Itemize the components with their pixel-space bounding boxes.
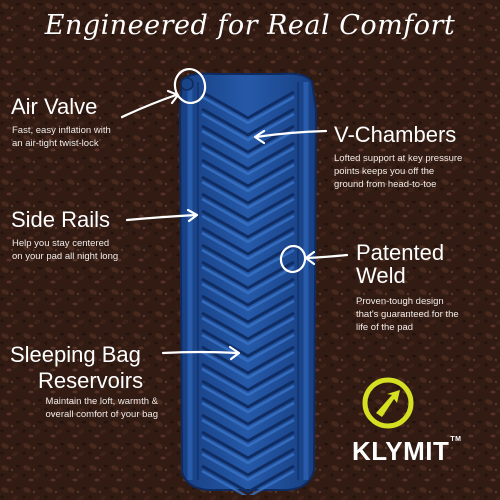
- side-rails-desc-line: Help you stay centered: [12, 238, 110, 249]
- sleeping-bag-desc-line: Maintain the loft, warmth &: [45, 396, 158, 407]
- v-chamber-seam: [201, 345, 295, 375]
- side-rails-description: Help you stay centered on your pad all n…: [12, 238, 118, 264]
- v-chamber-highlight: [201, 435, 295, 465]
- trademark-symbol: TM: [450, 436, 462, 443]
- sleeping-bag-label-line2: Reservoirs: [38, 368, 144, 393]
- v-chamber-seam: [201, 379, 295, 409]
- v-chamber-highlight: [201, 401, 295, 431]
- sleeping-pad: [178, 72, 318, 495]
- v-chamber-highlight: [201, 231, 295, 261]
- v-chamber-seam: [201, 311, 295, 341]
- v-chamber-seam: [201, 464, 295, 494]
- v-chamber-highlight: [201, 129, 295, 159]
- v-chamber-highlight: [201, 112, 295, 142]
- v-chamber-highlight: [201, 367, 295, 397]
- v-chamber-seam: [201, 107, 295, 137]
- v-chamber-highlight: [201, 469, 295, 495]
- v-chamber-seam: [201, 277, 295, 307]
- v-chambers-desc-line: ground from head-to-toe: [334, 178, 437, 190]
- sleeping-bag-description: Maintain the loft, warmth & overall comf…: [0, 396, 158, 422]
- v-chambers-description: Lofted support at key pressure points ke…: [334, 153, 462, 191]
- v-chamber-seam: [201, 328, 295, 358]
- v-chamber-highlight: [201, 95, 295, 125]
- v-chamber-pattern: [201, 90, 295, 495]
- patented-weld-description: Proven-tough design that's guaranteed fo…: [356, 296, 459, 334]
- v-chamber-seam: [201, 209, 295, 239]
- sleeping-bag-desc-line: overall comfort of your bag: [45, 408, 158, 420]
- brand-name: KLYMIT: [352, 436, 450, 466]
- v-chamber-highlight: [201, 282, 295, 312]
- v-chamber-highlight: [201, 418, 295, 448]
- side-rails-label: Side Rails: [11, 207, 111, 232]
- v-chamber-highlight: [201, 350, 295, 380]
- air-valve-desc-line: an air-tight twist-lock: [12, 137, 99, 149]
- v-chamber-highlight: [201, 299, 295, 329]
- v-chamber-seam: [201, 243, 295, 273]
- v-chamber-seam: [201, 413, 295, 443]
- v-chamber-seam: [201, 226, 295, 256]
- air-valve-label: Air Valve: [11, 94, 98, 119]
- side-rails-desc-line: on your pad all night long: [12, 250, 119, 262]
- v-chamber-seam: [201, 260, 295, 290]
- sleeping-bag-label-line1: Sleeping Bag: [10, 342, 141, 367]
- v-chamber-seam: [201, 430, 295, 460]
- patented-weld-desc-line: that's guaranteed for the: [356, 308, 459, 320]
- klymit-wordmark: KLYMITTM: [352, 436, 462, 467]
- v-chamber-highlight: [201, 265, 295, 295]
- air-valve-desc-line: Fast, easy inflation with: [12, 125, 111, 136]
- air-valve-description: Fast, easy inflation with an air-tight t…: [12, 125, 111, 151]
- patented-weld-desc-line: life of the pad: [356, 321, 414, 333]
- v-chamber-seam: [201, 396, 295, 426]
- v-chamber-seam: [201, 141, 295, 171]
- v-chamber-highlight: [201, 248, 295, 278]
- v-chamber-highlight: [201, 163, 295, 193]
- v-chamber-highlight: [201, 197, 295, 227]
- v-chamber-seam: [201, 294, 295, 324]
- v-chamber-seam: [201, 90, 295, 120]
- v-chamber-seam: [201, 175, 295, 205]
- v-chamber-highlight: [201, 316, 295, 346]
- v-chamber-highlight: [201, 214, 295, 244]
- v-chamber-highlight: [201, 180, 295, 210]
- patented-weld-label-line: Weld: [356, 263, 406, 289]
- v-chamber-highlight: [201, 333, 295, 363]
- v-chamber-seam: [201, 192, 295, 222]
- v-chamber-highlight: [201, 452, 295, 482]
- v-chamber-seam: [201, 158, 295, 188]
- patented-weld-label-line: Patented: [356, 240, 445, 265]
- v-chambers-desc-line: Lofted support at key pressure: [334, 153, 463, 164]
- patented-weld-desc-line: Proven-tough design: [356, 296, 444, 307]
- v-chamber-highlight: [201, 146, 295, 176]
- v-chamber-seam: [201, 362, 295, 392]
- patented-weld-label: Patented Weld: [356, 241, 444, 287]
- v-chambers-label: V-Chambers: [334, 122, 457, 147]
- v-chambers-desc-line: points keeps you off the: [334, 165, 435, 177]
- v-chamber-highlight: [201, 384, 295, 414]
- headline: Engineered for Real Comfort: [44, 10, 456, 41]
- v-chamber-seam: [201, 447, 295, 477]
- klymit-logo-icon: [362, 377, 414, 429]
